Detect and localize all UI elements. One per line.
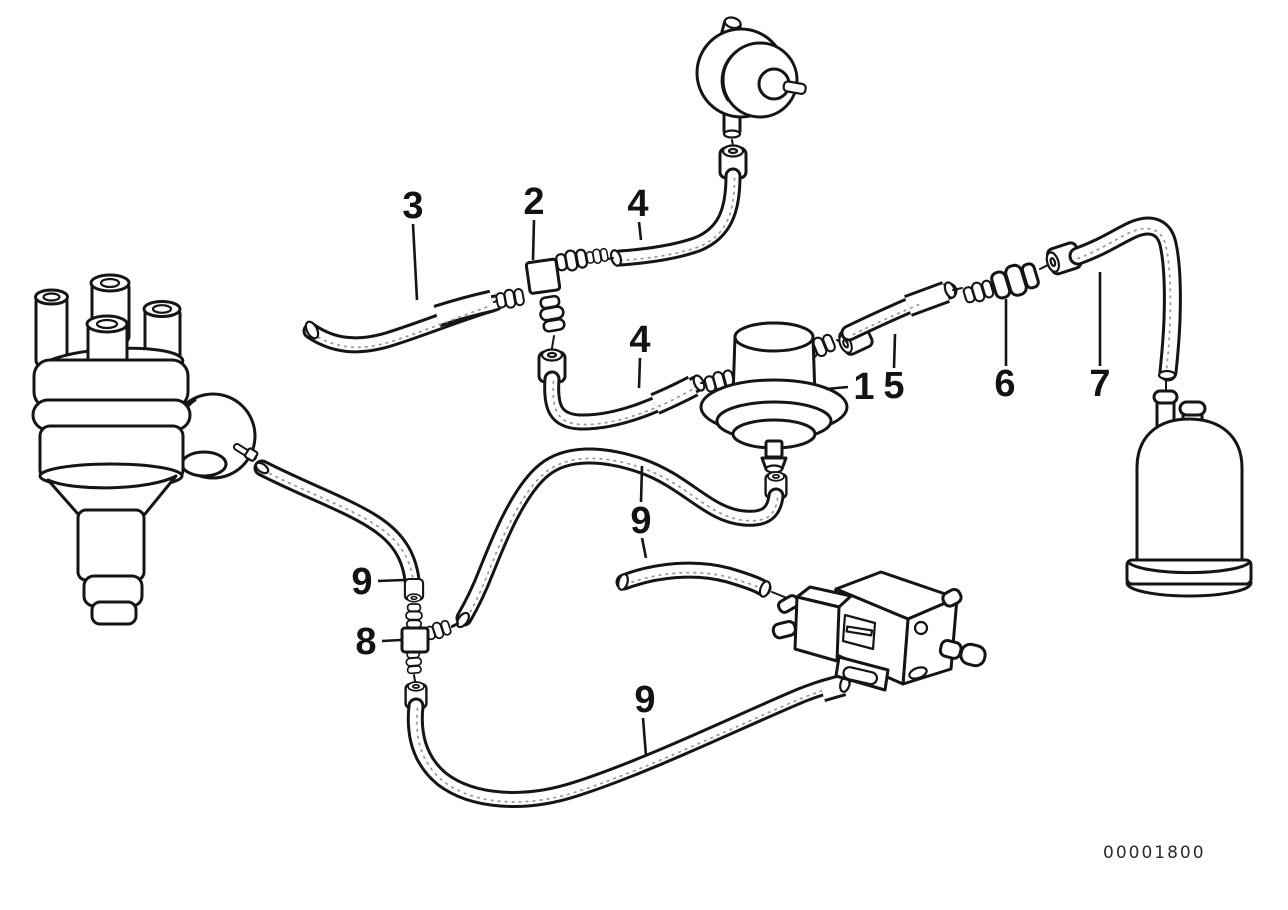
tee-fitting-2 — [493, 246, 614, 349]
hose-4-top — [609, 144, 748, 267]
hose-3 — [302, 289, 504, 354]
leader-line — [637, 357, 642, 389]
callout-label-6: 6 — [994, 363, 1015, 405]
callout-label-9-bottom: 9 — [634, 679, 655, 721]
leader-line — [637, 221, 643, 241]
gap-line — [1039, 264, 1049, 270]
leader-line — [640, 537, 648, 559]
leader-line — [411, 223, 419, 301]
leader-line — [641, 717, 648, 757]
tee-8-body — [400, 626, 430, 654]
regulator-stub — [764, 439, 784, 459]
gap-line — [551, 335, 555, 349]
callout-7: 7 — [1089, 272, 1111, 405]
leader-line — [377, 578, 405, 583]
callout-1: 1 — [825, 366, 875, 408]
callout-4-mid: 4 — [629, 319, 651, 389]
top-valve-pin — [782, 80, 807, 95]
gap-line — [607, 257, 614, 260]
callout-label-3: 3 — [402, 185, 423, 227]
callout-label-1: 1 — [853, 366, 874, 408]
callout-9-left: 9 — [351, 561, 405, 603]
gap-line — [451, 622, 459, 627]
canister-body — [1135, 417, 1244, 564]
valve-outlet-nipple — [938, 639, 987, 668]
solenoid-valve — [771, 570, 987, 692]
callout-2: 2 — [523, 181, 545, 261]
callout-label-2: 2 — [523, 181, 544, 223]
valve-top-stub — [941, 587, 963, 608]
callout-9-bottom: 9 — [634, 679, 656, 757]
distributor-tower — [34, 288, 69, 369]
distributor — [31, 273, 257, 626]
connector-6 — [961, 262, 1049, 307]
distributor-shaft — [76, 508, 146, 582]
callout-3: 3 — [402, 185, 424, 301]
hose-9-distributor — [244, 447, 425, 603]
valve-hole — [913, 620, 929, 636]
canister — [1125, 389, 1253, 598]
gap-line — [952, 287, 963, 291]
canister-nipple — [1152, 389, 1179, 428]
tee-fitting-8 — [400, 603, 459, 682]
callout-9-mid: 9 — [630, 465, 652, 559]
callout-8: 8 — [355, 621, 402, 663]
hose-5 — [834, 281, 963, 359]
callout-label-5: 5 — [883, 365, 904, 407]
canister-base-rim — [1126, 560, 1252, 575]
valve-bracket-slot — [842, 666, 879, 686]
leader-line — [825, 385, 849, 391]
callout-label-9-mid: 9 — [630, 500, 651, 542]
hose-collar — [244, 447, 259, 462]
hose-4-elbow — [537, 348, 706, 431]
gap-line — [413, 674, 416, 682]
leader-line — [381, 638, 402, 643]
hose-7 — [1042, 216, 1182, 392]
valve-oval-hole — [908, 666, 928, 680]
top-valve-shading — [720, 50, 738, 102]
leader-line — [892, 333, 897, 369]
leader-line — [639, 465, 644, 503]
regulator-top — [733, 321, 815, 353]
hose-9-valve-feed — [615, 561, 793, 601]
hose-9-bottom — [404, 673, 858, 808]
top-valve-stub-end — [722, 129, 742, 139]
callout-label-4-top: 4 — [627, 183, 648, 225]
valve-connector — [793, 595, 841, 663]
leader-line — [531, 219, 536, 261]
valve-pin — [771, 619, 797, 640]
diagram-code: 00001800 — [1103, 843, 1206, 863]
pressure-regulator — [699, 321, 849, 477]
hose-9-regulator — [451, 447, 788, 629]
callout-label-7: 7 — [1089, 363, 1110, 405]
callout-6: 6 — [994, 299, 1016, 405]
top-valve — [695, 16, 807, 147]
callout-4-top: 4 — [627, 183, 649, 241]
callout-label-4-mid: 4 — [629, 319, 650, 361]
valve-connector-blade — [845, 625, 874, 637]
callout-label-9-left: 9 — [351, 561, 372, 603]
distributor-taper — [46, 474, 178, 516]
callout-5: 5 — [883, 333, 905, 407]
callout-label-8: 8 — [355, 621, 376, 663]
distributor-tip — [90, 600, 138, 626]
